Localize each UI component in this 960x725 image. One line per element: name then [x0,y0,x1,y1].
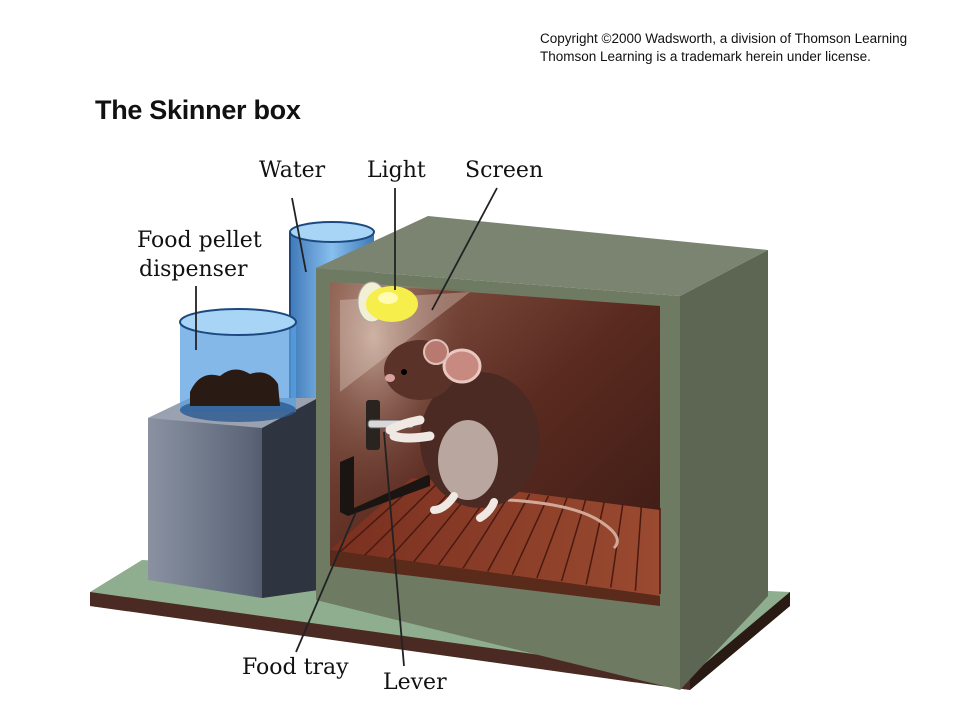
mouse [384,339,619,550]
copyright-line-2: Thomson Learning is a trademark herein u… [540,49,871,64]
floor-slat [462,491,512,569]
floor-slat [585,501,605,585]
light-bulb [357,281,418,323]
copyright-line-1: Copyright ©2000 Wadsworth, a division of… [540,31,908,46]
label-light: Light [367,158,426,183]
label-water: Water [259,158,326,183]
floor-slat [536,497,568,579]
label-screen: Screen [465,158,544,183]
copyright-notice: Copyright ©2000 Wadsworth, a division of… [540,30,907,66]
floor-slat [487,493,531,572]
floor-slat [511,495,549,575]
label-lever: Lever [383,670,447,695]
floor-slat [364,483,438,556]
leader-water [291,197,307,273]
diagram-title: The Skinner box [95,95,301,125]
leader-lever [383,431,405,667]
food-pellet-dispenser [148,308,318,598]
leader-lines [195,187,498,667]
food-tray [340,456,430,516]
label-food-pellet-line-2: dispenser [139,257,248,282]
label-food-pellet-line-1: Food pellet [137,228,262,253]
leader-screen [431,187,498,311]
floor-slat [388,485,456,559]
floor-slat [634,505,643,591]
label-food-tray: Food tray [242,655,349,680]
leader-food-tray [295,511,357,653]
